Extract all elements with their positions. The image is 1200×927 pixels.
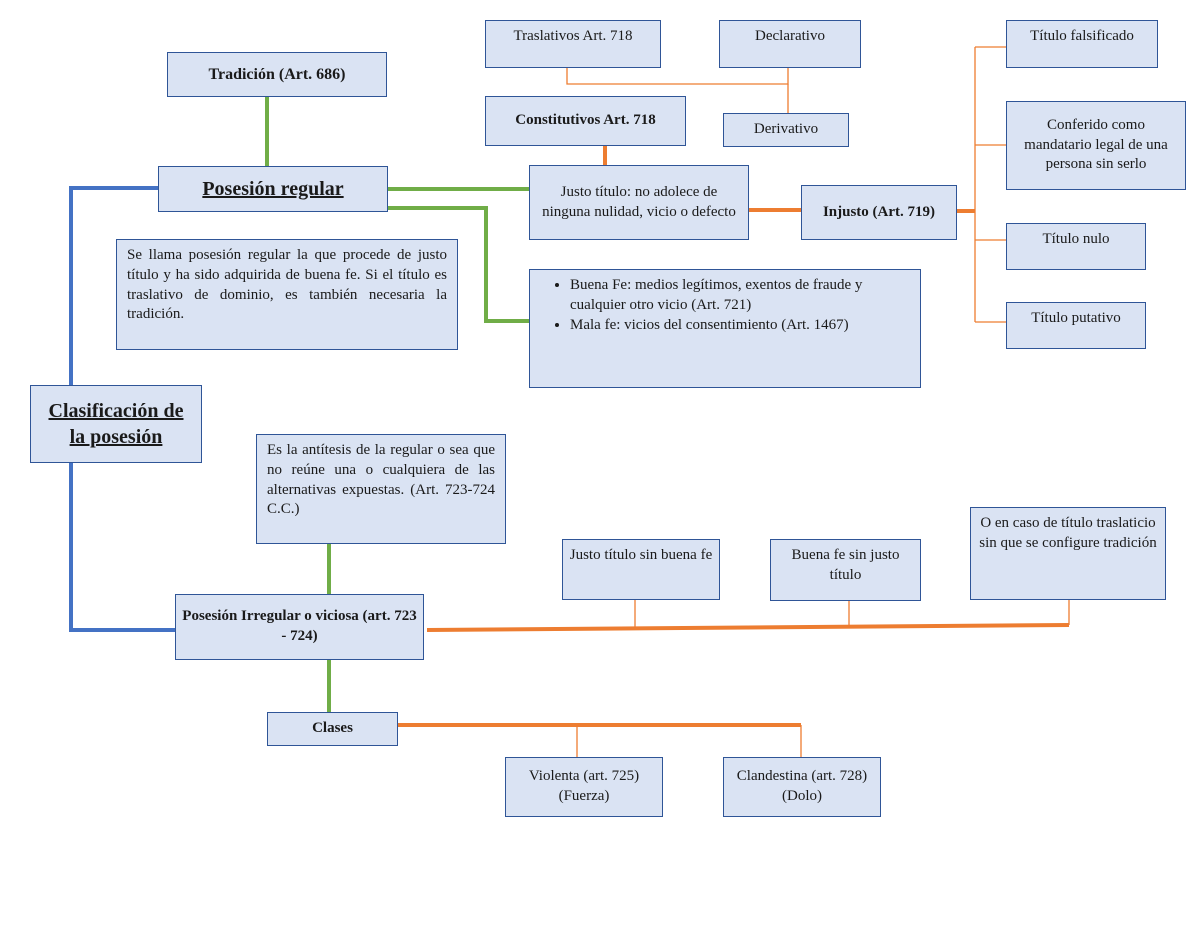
titulo-nulo-node: Título nulo	[1006, 223, 1146, 270]
connector-traslativos-declarativo	[566, 68, 789, 85]
buena-fe-sin-justo-node: Buena fe sin justo título	[770, 539, 921, 601]
titulo-traslaticio-node: O en caso de título traslaticio sin que …	[970, 507, 1166, 600]
definicion-regular-node: Se llama posesión regular la que procede…	[116, 239, 458, 350]
connector-regular-fe	[388, 206, 529, 323]
conferido-mandatario-node: Conferido como mandatario legal de una p…	[1006, 101, 1186, 190]
fe-node: Buena Fe: medios legítimos, exentos de f…	[529, 269, 921, 388]
derivativo-node: Derivativo	[723, 113, 849, 147]
list-item: Buena Fe: medios legítimos, exentos de f…	[570, 276, 910, 316]
list-item: Mala fe: vicios del consentimiento (Art.…	[570, 316, 910, 336]
clases-node: Clases	[267, 712, 398, 746]
violenta-node: Violenta (art. 725) (Fuerza)	[505, 757, 663, 817]
tradicion-node: Tradición (Art. 686)	[167, 52, 387, 97]
constitutivos-node: Constitutivos Art. 718	[485, 96, 686, 146]
connector-thin-group	[566, 46, 1070, 757]
connector-clasificacion-irregular	[69, 463, 175, 632]
fe-list: Buena Fe: medios legítimos, exentos de f…	[530, 276, 910, 335]
titulo-falsificado-node: Título falsificado	[1006, 20, 1158, 68]
posesion-irregular-node: Posesión Irregular o viciosa (art. 723 -…	[175, 594, 424, 660]
injusto-node: Injusto (Art. 719)	[801, 185, 957, 240]
antitesis-node: Es la antítesis de la regular o sea que …	[256, 434, 506, 544]
posesion-regular-node: Posesión regular	[158, 166, 388, 212]
clandestina-node: Clandestina (art. 728) (Dolo)	[723, 757, 881, 817]
clasificacion-node: Clasificación de la posesión	[30, 385, 202, 463]
traslativos-node: Traslativos Art. 718	[485, 20, 661, 68]
titulo-putativo-node: Título putativo	[1006, 302, 1146, 349]
justo-sin-buena-fe-node: Justo título sin buena fe	[562, 539, 720, 600]
declarativo-node: Declarativo	[719, 20, 861, 68]
connector-irregular-casos	[426, 623, 1070, 632]
connector-clasificacion-regular	[69, 186, 158, 385]
justo-titulo-node: Justo título: no adolece de ninguna nuli…	[529, 165, 749, 240]
